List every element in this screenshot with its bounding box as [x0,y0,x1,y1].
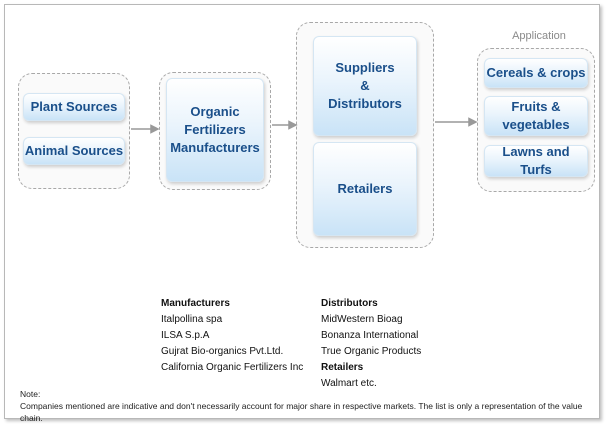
distributor-item: MidWestern Bioag [321,314,403,325]
plant-sources-node: Plant Sources [23,93,125,121]
application-item-fruits: Fruits & vegetables [484,96,588,136]
application-item-cereals: Cereals & crops [484,58,588,88]
sources-group [18,73,130,189]
manufacturer-item: ILSA S.p.A [161,330,210,341]
retailers-node: Retailers [313,142,417,236]
distributor-item: True Organic Products [321,346,422,357]
arrowhead-channels-to-application [468,117,478,127]
distributors-heading: Distributors [321,298,378,309]
application-title: Application [512,30,566,42]
suppliers-distributors-node: Suppliers & Distributors [313,36,417,136]
animal-sources-node: Animal Sources [23,137,125,165]
note-text: Companies mentioned are indicative and d… [20,401,583,423]
retailers-heading: Retailers [321,362,364,373]
distributor-item: Bonanza International [321,330,419,341]
manufacturers-list: Manufacturers Italpollina spa ILSA S.p.A… [161,296,303,376]
application-item-lawns: Lawns and Turfs [484,144,588,177]
footnote: Note: Companies mentioned are indicative… [20,388,590,424]
channels-list: Distributors MidWestern Bioag Bonanza In… [321,296,421,392]
arrowhead-manufacturers-to-channels [288,120,298,130]
manufacturer-item: Italpollina spa [161,314,223,325]
manufacturer-item: Gujrat Bio-organics Pvt.Ltd. [161,346,284,357]
manufacturer-item: California Organic Fertilizers Inc [161,362,304,373]
manufacturers-node: Organic Fertilizers Manufacturers [166,78,264,182]
manufacturers-heading: Manufacturers [161,298,230,309]
note-label: Note: [20,389,41,399]
arrowhead-sources-to-manufacturers [150,124,160,134]
retailer-item: Walmart etc. [321,378,377,389]
